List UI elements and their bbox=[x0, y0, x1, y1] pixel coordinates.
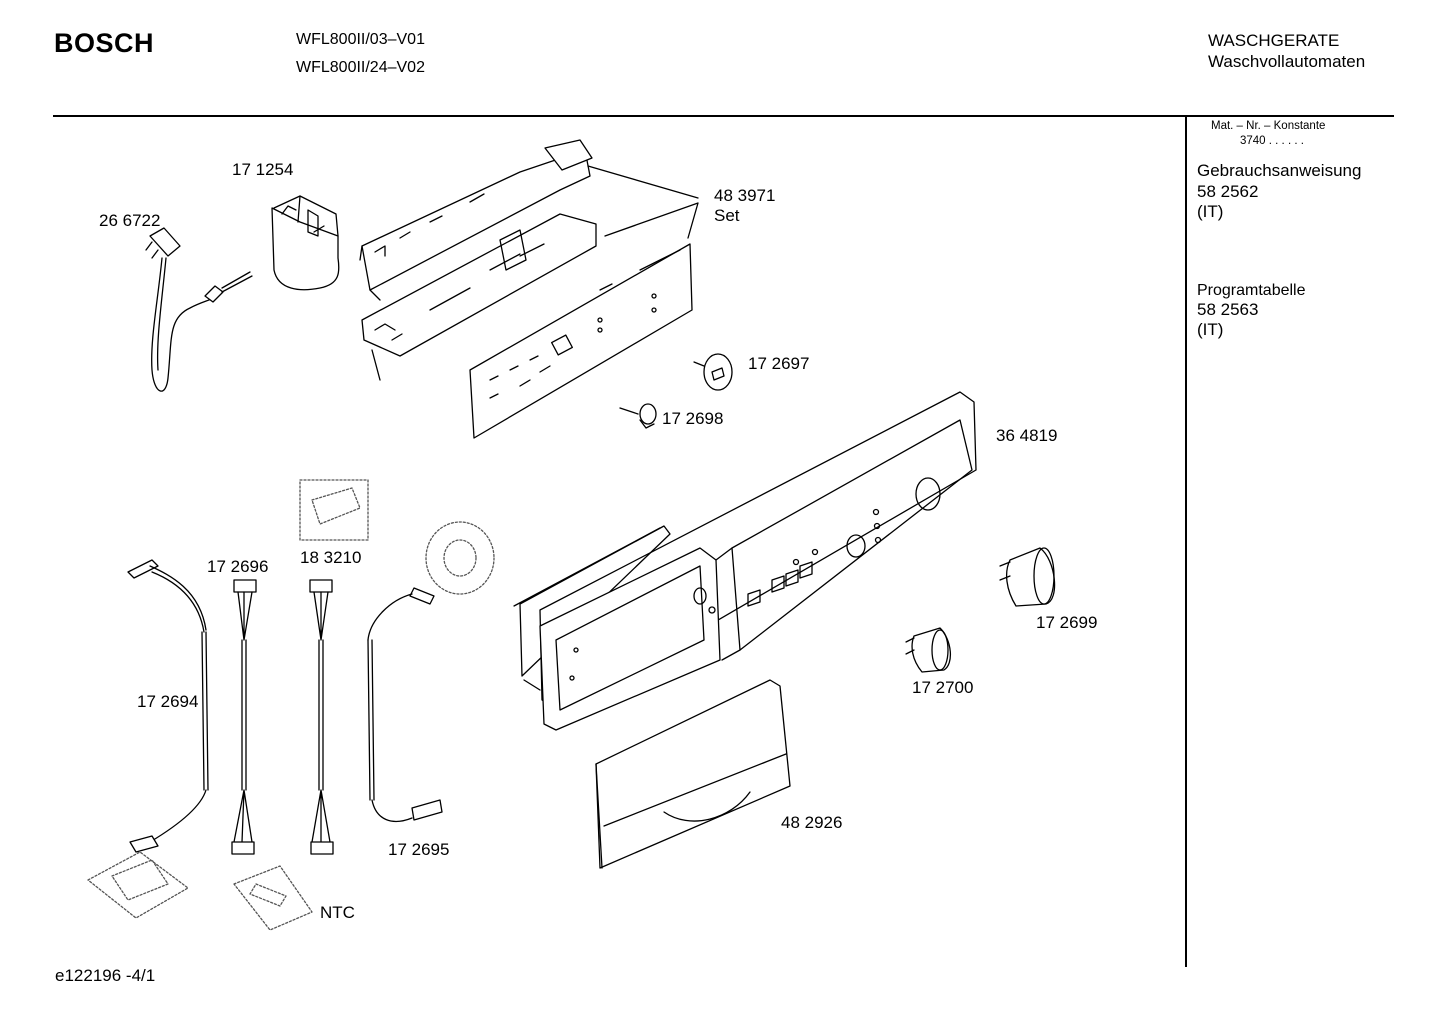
part-label-266722: 26 6722 bbox=[99, 211, 161, 230]
brand-logo: BOSCH bbox=[54, 28, 155, 58]
coupling-part bbox=[619, 403, 657, 429]
part-label-483971-set: Set bbox=[714, 206, 740, 225]
doc-number-1: 58 2562 bbox=[1197, 182, 1259, 201]
part-label-172698: 17 2698 bbox=[662, 409, 724, 428]
part-label-172697: 17 2697 bbox=[748, 354, 810, 373]
model-number-1: WFL800II/03–V01 bbox=[296, 31, 425, 48]
sidebar-divider bbox=[1185, 117, 1187, 967]
part-label-364819: 36 4819 bbox=[996, 426, 1058, 445]
detergent-drawer-handle-part bbox=[595, 679, 791, 869]
part-label-482926: 48 2926 bbox=[781, 813, 843, 832]
part-label-172699: 17 2699 bbox=[1036, 613, 1098, 632]
part-label-172695: 17 2695 bbox=[388, 840, 450, 859]
category-subtitle: Waschvollautomaten bbox=[1208, 52, 1366, 71]
exploded-parts-drawing bbox=[87, 139, 1056, 931]
ghost-component-183210 bbox=[299, 479, 369, 541]
doc-lang-1: (IT) bbox=[1197, 202, 1224, 221]
doc-title-1: Gebrauchsanweisung bbox=[1197, 161, 1362, 180]
control-module-part bbox=[359, 139, 699, 439]
header-divider bbox=[53, 115, 1394, 117]
part-label-172696: 17 2696 bbox=[207, 557, 269, 576]
temperature-knob-part bbox=[905, 627, 951, 673]
wiring-harness-part-3 bbox=[309, 579, 334, 855]
mat-nr-value: 3740 . . . . . . bbox=[1240, 135, 1304, 147]
doc-number-2: 58 2563 bbox=[1197, 300, 1259, 319]
power-cord-part bbox=[145, 227, 253, 392]
ntc-sensor-part bbox=[233, 865, 313, 931]
doc-lang-2: (IT) bbox=[1197, 320, 1224, 339]
wiring-harness-part-4 bbox=[367, 587, 443, 823]
category-title: WASCHGERATE bbox=[1208, 31, 1340, 50]
interference-filter-part bbox=[271, 195, 340, 291]
wiring-harness-part-1 bbox=[127, 559, 209, 853]
ghost-component-172695 bbox=[425, 521, 495, 595]
part-label-ntc: NTC bbox=[320, 903, 355, 922]
part-label-172694: 17 2694 bbox=[137, 692, 199, 711]
doc-title-2: Programtabelle bbox=[1197, 282, 1306, 299]
spindle-part bbox=[693, 353, 733, 391]
part-label-183210: 18 3210 bbox=[300, 548, 362, 567]
wiring-harness-part-2 bbox=[231, 579, 257, 855]
part-label-483971: 48 3971 bbox=[714, 186, 776, 205]
control-panel-fascia-part bbox=[513, 391, 977, 731]
drawing-id: e122196 -4/1 bbox=[55, 966, 156, 985]
ghost-component-172694 bbox=[87, 851, 189, 919]
programme-knob-part bbox=[999, 547, 1056, 607]
part-label-171254: 17 1254 bbox=[232, 160, 294, 179]
model-number-2: WFL800II/24–V02 bbox=[296, 59, 425, 76]
part-label-172700: 17 2700 bbox=[912, 678, 974, 697]
mat-nr-label: Mat. – Nr. – Konstante bbox=[1211, 120, 1326, 132]
